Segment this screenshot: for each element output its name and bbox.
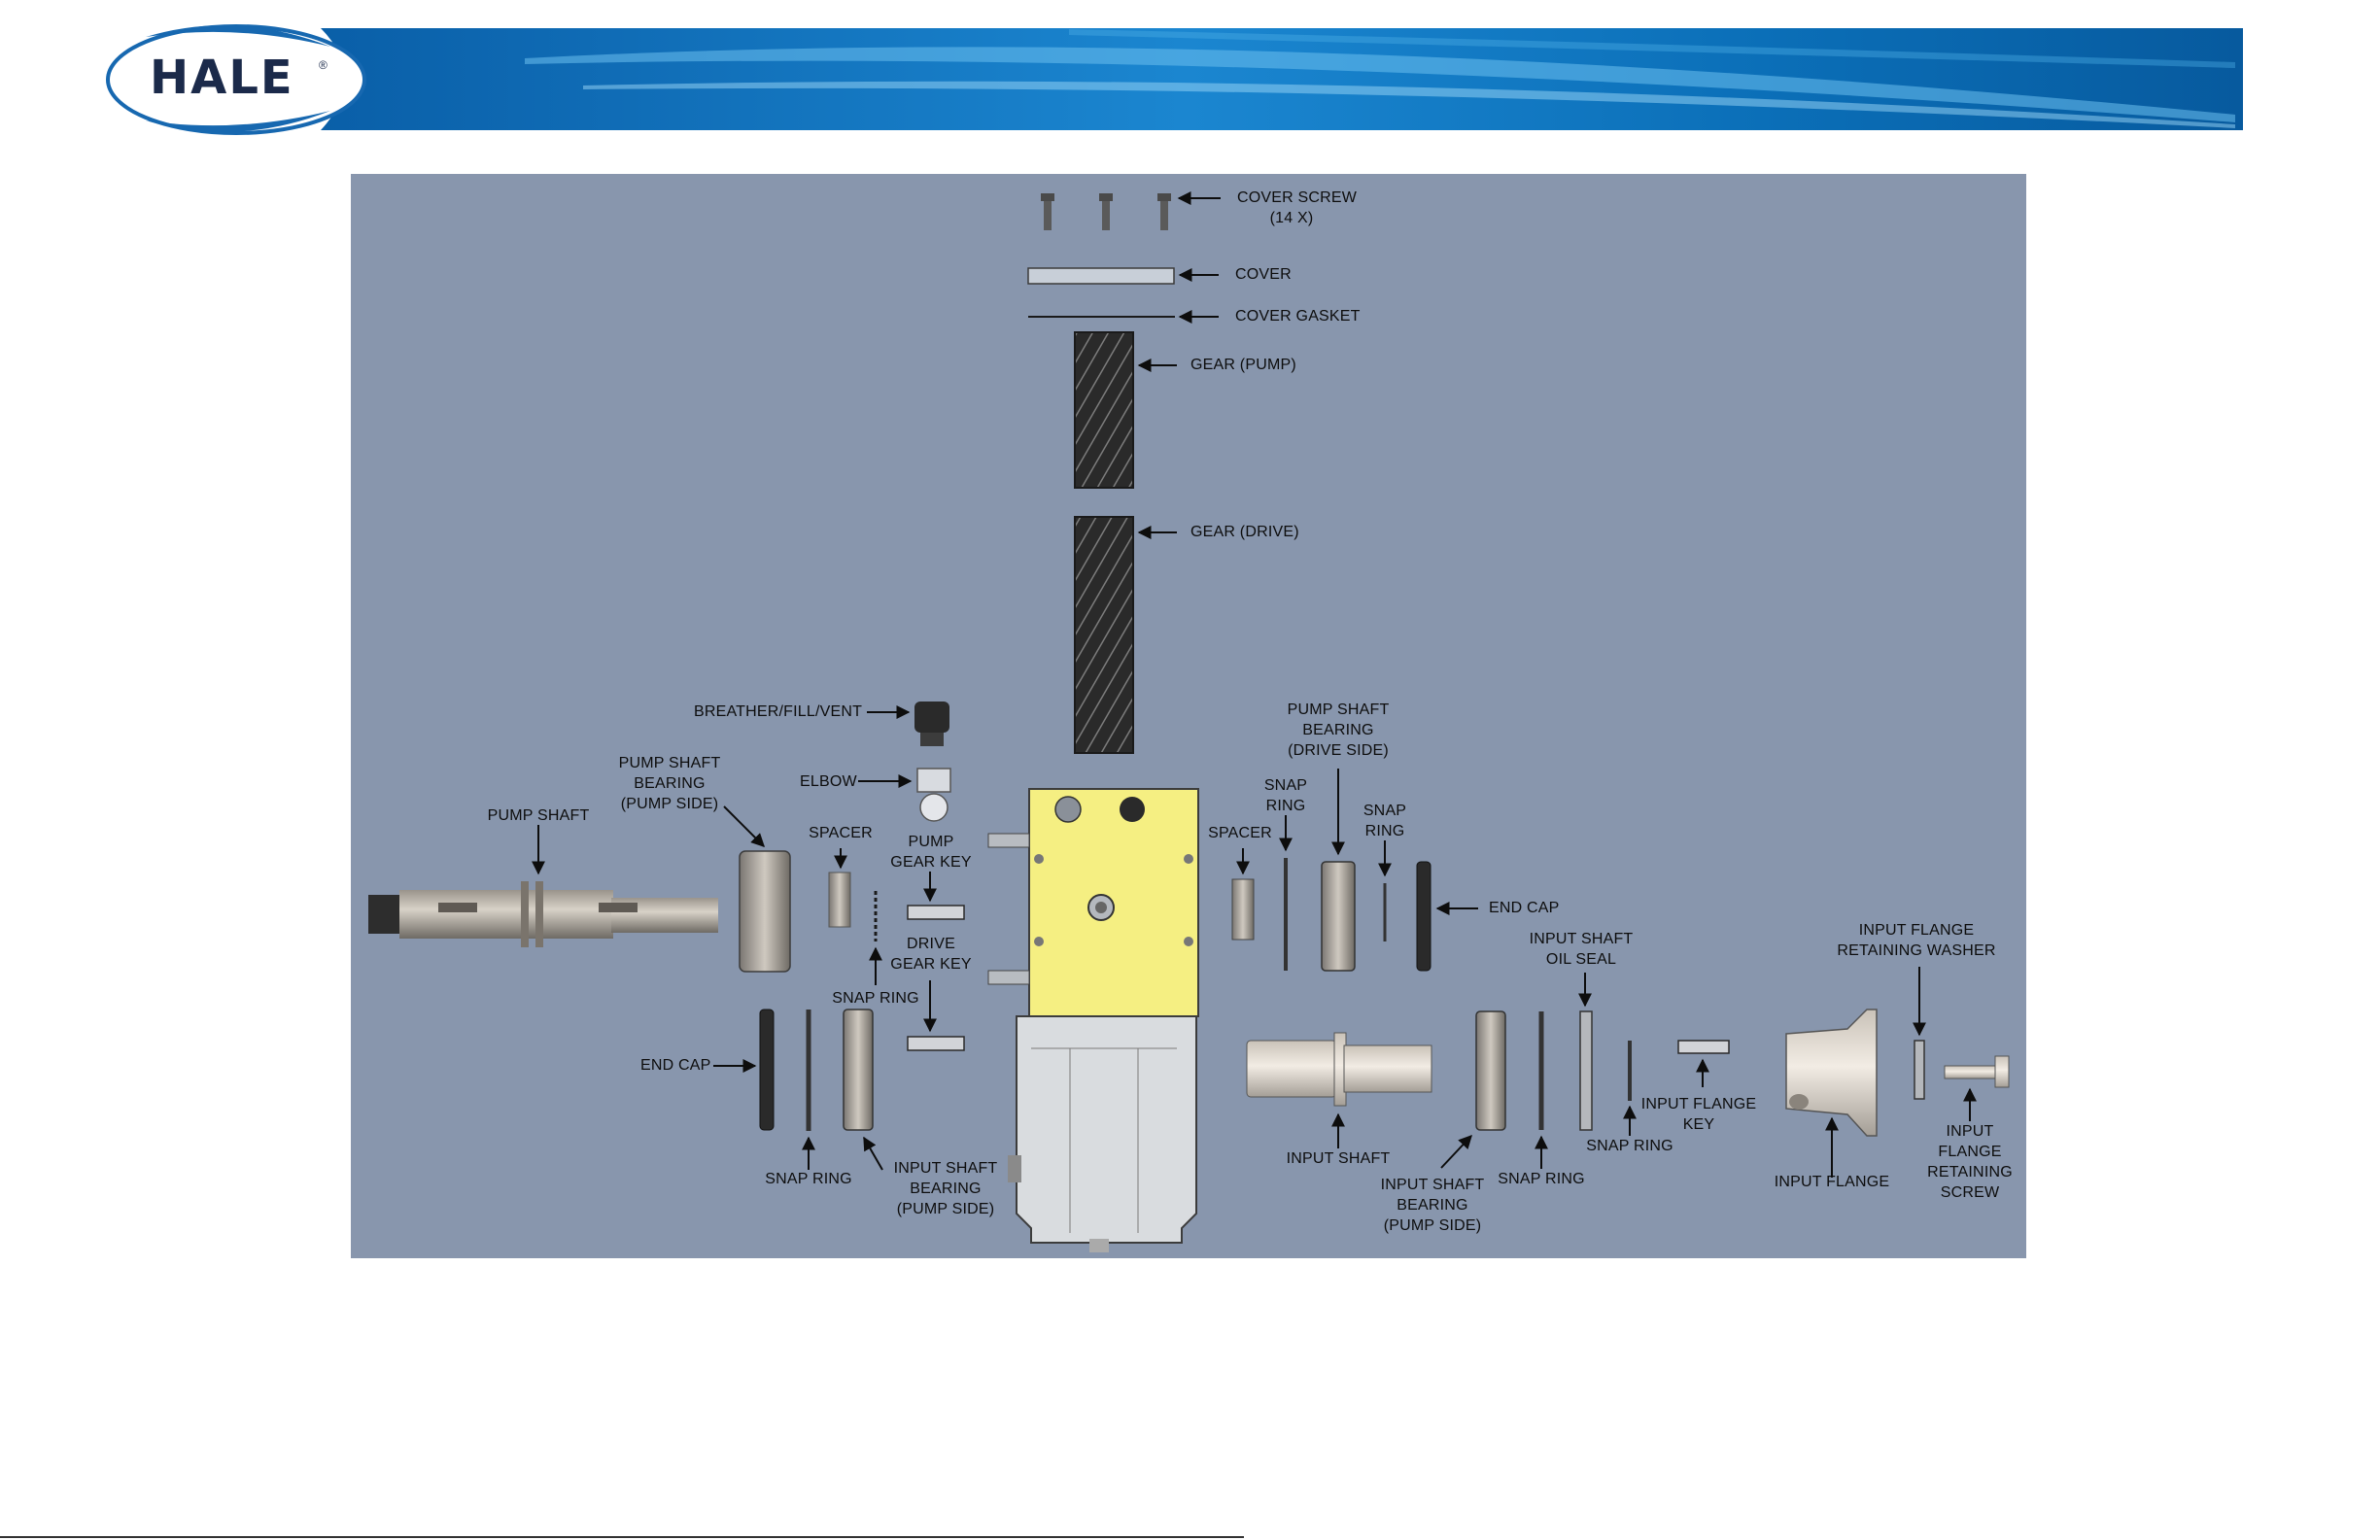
label-cover-screw: COVER SCREW xyxy=(1237,189,1358,206)
label-isb-left-1: INPUT SHAFT xyxy=(893,1160,998,1177)
cover-screws xyxy=(1041,193,1171,230)
label-input-flange: INPUT FLANGE xyxy=(1774,1174,1890,1190)
label-gear-pump: GEAR (PUMP) xyxy=(1190,357,1296,373)
elbow-part xyxy=(916,768,951,822)
label-gear-drive: GEAR (DRIVE) xyxy=(1190,524,1299,540)
label-psb-drive-2: BEARING xyxy=(1302,722,1374,738)
label-snap-ring-left-low: SNAP RING xyxy=(765,1171,852,1187)
end-cap-left-part xyxy=(759,1009,775,1131)
label-ifrs-3: RETAINING xyxy=(1927,1164,2013,1181)
registered-mark: ® xyxy=(319,58,328,72)
input-shaft-oil-seal-part xyxy=(1579,1010,1593,1131)
label-pump-gear-key-2: GEAR KEY xyxy=(890,854,972,871)
label-ifrw-1: INPUT FLANGE xyxy=(1858,922,1975,939)
input-flange-retaining-washer-part xyxy=(1914,1040,1925,1100)
input-flange-key-part xyxy=(1677,1040,1730,1054)
gear-pump-part xyxy=(1074,331,1134,489)
label-snap-ring-r3: SNAP RING xyxy=(1498,1171,1585,1187)
label-psb-pump-2: BEARING xyxy=(634,775,706,792)
label-psb-pump-3: (PUMP SIDE) xyxy=(620,796,719,812)
label-cover-screw-qty: (14 X) xyxy=(1269,210,1314,226)
label-snap-ring-r1-2: RING xyxy=(1265,798,1306,814)
label-isb-right-3: (PUMP SIDE) xyxy=(1383,1217,1482,1234)
label-psb-pump-1: PUMP SHAFT xyxy=(618,755,721,771)
input-shaft-part xyxy=(1246,1032,1432,1107)
input-shaft-bearing-right-part xyxy=(1475,1010,1506,1131)
banner-band xyxy=(321,28,2243,130)
header-banner xyxy=(106,24,2243,135)
bottom-rule xyxy=(0,1536,1244,1538)
label-spacer-left: SPACER xyxy=(809,825,873,841)
diagram-drawing xyxy=(351,174,2026,1258)
pump-shaft-part xyxy=(368,881,718,947)
label-ifrs-1: INPUT xyxy=(1946,1123,1994,1140)
label-input-shaft: INPUT SHAFT xyxy=(1286,1150,1391,1167)
label-ifk-2: KEY xyxy=(1682,1116,1715,1133)
gear-case-housing xyxy=(987,788,1199,1252)
spacer-right-part xyxy=(1231,878,1255,941)
label-snap-ring-r2-1: SNAP xyxy=(1362,803,1407,819)
label-drive-gear-key-1: DRIVE xyxy=(907,936,955,952)
label-ifrs-2: FLANGE xyxy=(1938,1144,2002,1160)
input-flange-part xyxy=(1785,1009,1878,1137)
label-spacer-right: SPACER xyxy=(1208,825,1272,841)
gear-drive-part xyxy=(1074,516,1134,754)
label-cover: COVER xyxy=(1235,266,1292,283)
drive-gear-key-part xyxy=(907,1036,965,1051)
label-pump-shaft: PUMP SHAFT xyxy=(487,807,590,824)
hale-logo xyxy=(106,24,366,135)
label-psb-drive-3: (DRIVE SIDE) xyxy=(1288,742,1389,759)
label-iso-seal-2: OIL SEAL xyxy=(1545,951,1617,968)
input-shaft-bearing-left-part xyxy=(843,1009,874,1131)
pump-shaft-bearing-drive-side-part xyxy=(1321,861,1356,972)
label-snap-ring-r2-2: RING xyxy=(1364,823,1405,839)
label-end-cap-right: END CAP xyxy=(1489,900,1560,916)
banner-swoosh xyxy=(525,47,2235,122)
label-breather: BREATHER/FILL/VENT xyxy=(694,703,863,720)
banner-swoosh-2 xyxy=(583,81,2235,128)
end-cap-right-part xyxy=(1416,861,1431,972)
label-ifrs-4: SCREW xyxy=(1940,1184,2000,1201)
breather-part xyxy=(914,702,949,746)
cover-part xyxy=(1027,267,1175,285)
label-snap-ring-left-mid: SNAP RING xyxy=(832,990,919,1007)
label-ifk-1: INPUT FLANGE xyxy=(1640,1096,1757,1112)
label-snap-ring-r4: SNAP RING xyxy=(1586,1138,1673,1154)
label-isb-left-3: (PUMP SIDE) xyxy=(896,1201,995,1217)
exploded-diagram: COVER SCREW (14 X) COVER COVER GASKET GE… xyxy=(351,174,2026,1258)
label-pump-gear-key-1: PUMP xyxy=(908,834,954,850)
label-psb-drive-1: PUMP SHAFT xyxy=(1287,702,1390,718)
label-end-cap-left: END CAP xyxy=(640,1057,711,1074)
label-drive-gear-key-2: GEAR KEY xyxy=(890,956,972,973)
label-iso-seal-1: INPUT SHAFT xyxy=(1529,931,1634,947)
label-ifrw-2: RETAINING WASHER xyxy=(1837,942,1996,959)
hale-logo-text: HALE xyxy=(150,51,294,105)
label-isb-right-1: INPUT SHAFT xyxy=(1380,1177,1485,1193)
pump-gear-key-part xyxy=(907,905,965,920)
label-isb-right-2: BEARING xyxy=(1397,1197,1468,1214)
label-snap-ring-r1-1: SNAP xyxy=(1263,777,1308,794)
label-isb-left-2: BEARING xyxy=(910,1181,982,1197)
input-flange-retaining-screw-part xyxy=(1944,1055,2010,1088)
banner-swoosh-3 xyxy=(1069,29,2235,68)
label-elbow: ELBOW xyxy=(800,773,857,790)
label-cover-gasket: COVER GASKET xyxy=(1235,308,1361,325)
pump-shaft-bearing-pump-side-part xyxy=(739,850,791,973)
spacer-left-part xyxy=(828,872,851,928)
